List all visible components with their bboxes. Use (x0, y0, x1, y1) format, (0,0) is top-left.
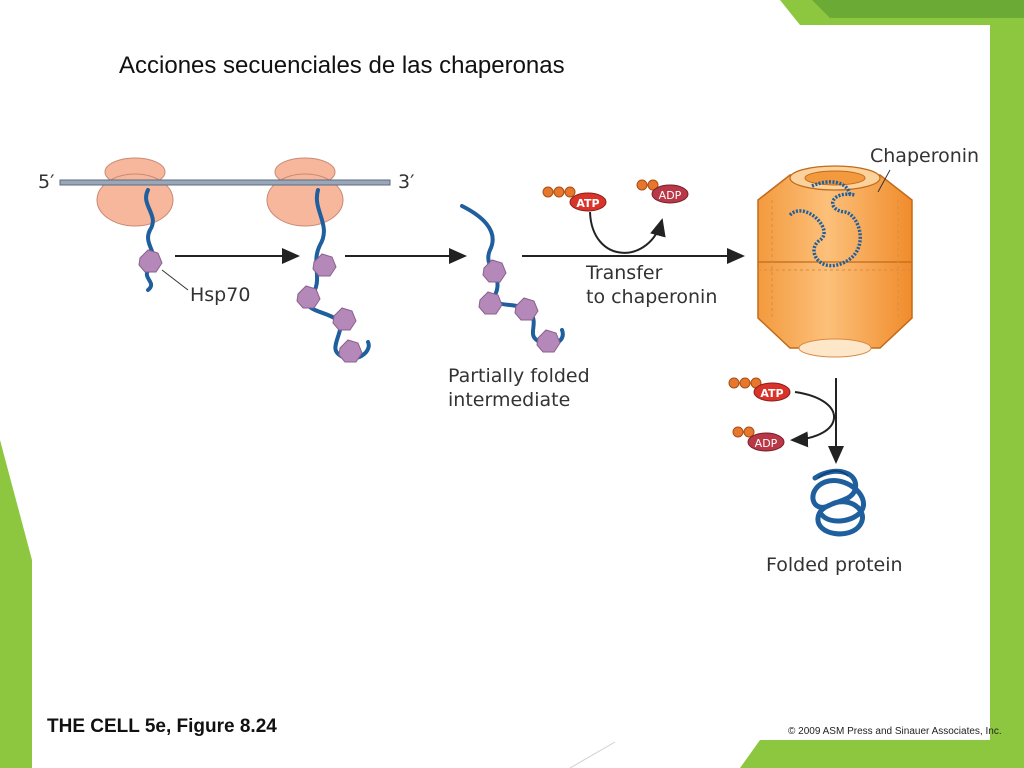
atp-bottom-label: ATP (760, 387, 783, 400)
atp-hydrolysis-arrow-bottom (790, 391, 835, 448)
atp-hydrolysis-arrow-top (589, 211, 666, 254)
mrna-5prime-label: 5′ (38, 171, 55, 193)
hsp70-2a (312, 253, 337, 277)
atp-top (542, 186, 607, 212)
ribosome-1 (96, 157, 174, 227)
mrna-strand (59, 179, 391, 186)
partially-folded-line1: Partially folded (448, 365, 590, 387)
green-accent-right (780, 0, 1024, 768)
partially-folded-line2: intermediate (448, 389, 571, 411)
adp-top (636, 179, 689, 204)
chaperonin-label: Chaperonin (870, 145, 980, 167)
figure-caption: THE CELL 5e, Figure 8.24 (47, 716, 277, 737)
hsp70-1 (138, 249, 163, 273)
nascent-chain-1 (144, 188, 156, 292)
adp-bottom (732, 426, 785, 452)
hsp70-2d (338, 339, 363, 363)
atp-top-label: ATP (576, 197, 599, 210)
decorative-line-bottom (569, 741, 616, 768)
adp-top-label: ADP (659, 189, 682, 202)
transfer-label: Transfer to chaperonin (586, 261, 717, 309)
chaperonin-pointer (877, 169, 891, 193)
hsp70-label: Hsp70 (190, 284, 251, 306)
hsp70-3c (514, 297, 539, 321)
hsp70-2b (296, 285, 321, 309)
adp-bottom-label: ADP (755, 437, 778, 450)
hsp70-2c (332, 307, 357, 331)
copyright-notice: © 2009 ASM Press and Sinauer Associates,… (788, 726, 1002, 737)
partially-folded-label: Partially folded intermediate (448, 364, 590, 412)
hsp70-3b (478, 291, 503, 315)
hsp70-3a (482, 259, 507, 283)
atp-bottom (728, 377, 791, 402)
chaperonin-barrel (757, 165, 913, 358)
slide-title: Acciones secuenciales de las chaperonas (119, 52, 565, 79)
partially-folded-chain (460, 204, 565, 347)
green-accent-bottom (740, 740, 990, 768)
mrna-3prime-label: 3′ (398, 171, 415, 193)
hsp70-pointer (161, 269, 189, 291)
ribosome-2 (266, 157, 344, 227)
green-accent-topright (812, 0, 1024, 18)
hsp70-3d (536, 329, 561, 353)
folded-protein-label: Folded protein (766, 554, 903, 576)
transfer-line1: Transfer (586, 262, 663, 284)
folded-protein (810, 468, 866, 537)
transfer-line2: to chaperonin (586, 286, 718, 308)
green-accent-left (0, 440, 32, 768)
